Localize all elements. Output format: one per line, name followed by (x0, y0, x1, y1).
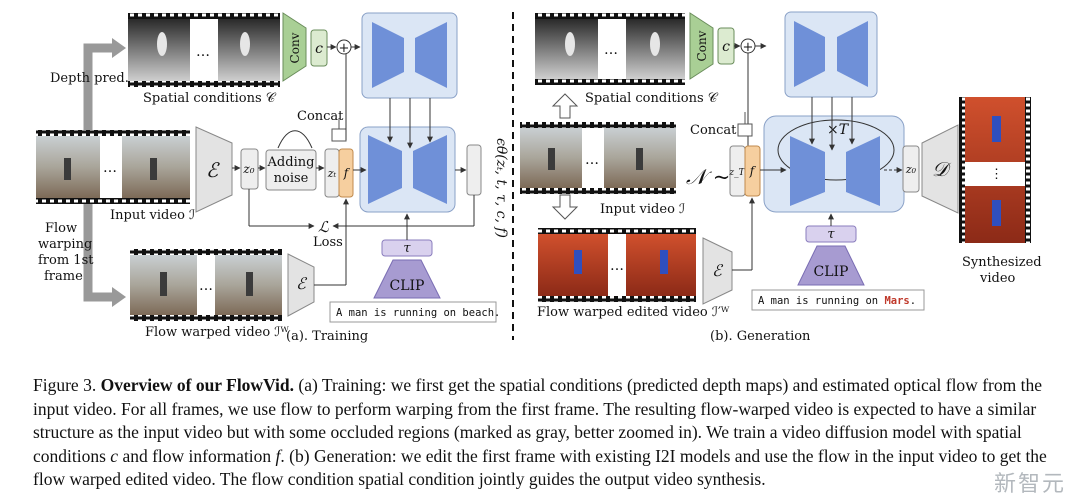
spatial-conditions-label: Spatial conditions 𝒞 (143, 91, 277, 106)
encoder-label: ℰ (206, 158, 220, 182)
flow-warp-line3: from 1st (38, 253, 94, 268)
epsilon-label: ϵθ(zₜ, t, τ, c, f) (493, 138, 509, 238)
gen-conv-block (689, 12, 714, 80)
training-panel: … Spatial conditions 𝒞 Conv c + Depth pr… (36, 12, 509, 344)
conv-block (282, 12, 307, 82)
decoder-label: 𝒟 (932, 157, 952, 181)
caption-part-1: (a) Training: we first get the spatial c… (33, 375, 1042, 466)
synthesized-label-line1: Synthesized (962, 255, 1042, 270)
loss-symbol: ℒ (318, 218, 330, 236)
svg-text:…: … (103, 160, 117, 176)
training-prompt-text: A man is running on beach. (336, 307, 500, 319)
c-label: c (315, 41, 323, 57)
flow-warped-video-strip: … (130, 249, 282, 321)
svg-text:…: … (585, 152, 599, 168)
encoder-warped-label: ℰ (296, 274, 308, 293)
caption-c-variable: c (110, 445, 119, 466)
flow-warped-video-label: Flow warped video ℐᵂ (145, 325, 289, 340)
gen-depth-map-strip: … (535, 13, 685, 85)
synthesized-label-line2: video (979, 271, 1016, 286)
gen-clip-label: CLIP (814, 264, 849, 280)
flow-warp-line1: Flow (45, 221, 77, 236)
input-video-strip: … (36, 130, 190, 204)
gen-f-block (744, 145, 761, 197)
synthesized-video-strip: ⋮ (959, 97, 1031, 243)
gen-f-label: f (749, 164, 757, 178)
conv-label: Conv (288, 32, 302, 63)
input-video-label: Input video ℐ (110, 208, 195, 223)
svg-text:…: … (610, 258, 624, 274)
figure-caption: Figure 3. Overview of our FlowVid. (a) T… (33, 374, 1053, 492)
svg-text:…: … (196, 44, 210, 60)
gen-input-video-label: Input video ℐ (600, 202, 685, 217)
c-block (310, 29, 328, 67)
gen-z0-block (902, 145, 920, 193)
adding-noise-line1: Adding (267, 155, 315, 170)
gen-encoder-label: ℰ (712, 261, 724, 280)
flow-warped-edited-strip: … (538, 228, 696, 302)
figure-diagram: … Spatial conditions 𝒞 Conv c + Depth pr… (36, 11, 1042, 344)
gen-c-label: c (722, 39, 730, 55)
encoder-warped-block (287, 253, 315, 317)
tau-label: τ (403, 241, 411, 256)
watermark-logo: 新智元 (993, 472, 1066, 497)
zt-label: zₜ (327, 167, 337, 180)
figure-title: Overview of our FlowVid. (100, 375, 295, 395)
z0-label: z₀ (242, 162, 254, 176)
svg-text:…: … (199, 278, 213, 294)
clip-block (373, 259, 441, 299)
gen-prompt-box (751, 289, 925, 311)
times-T-label: ×T (827, 122, 850, 138)
adding-noise-line2: noise (274, 171, 309, 186)
figure-number: Figure 3. (33, 375, 97, 395)
caption-part-2: and flow information (118, 445, 276, 466)
f-label: f (343, 166, 351, 180)
gen-conv-label: Conv (695, 30, 709, 61)
encoder-block (195, 126, 233, 213)
gen-clip-block (797, 245, 865, 286)
svg-text:⋮: ⋮ (990, 167, 1003, 182)
adding-noise-block (265, 149, 317, 191)
flow-warp-line4: frame (44, 269, 83, 284)
training-prompt-box (329, 301, 497, 323)
gen-spatial-conditions-label: Spatial conditions 𝒞 (585, 91, 719, 106)
svg-text:…: … (604, 42, 618, 58)
clip-label: CLIP (390, 278, 425, 294)
caption-part-3: . (b) Generation: we edit the first fram… (33, 445, 1047, 490)
zT-label: z_T (728, 168, 745, 178)
svg-text:+: + (743, 40, 754, 55)
caption-f-variable: f (275, 445, 281, 466)
depth-pred-label: Depth pred. (50, 71, 129, 86)
gen-prompt-text: A man is running on Mars. (758, 295, 916, 307)
training-panel-label: (a). Training (286, 329, 368, 344)
depth-map-strip: … (128, 13, 280, 87)
flow-warp-line2: warping (38, 237, 92, 252)
svg-text:+: + (339, 41, 350, 56)
noise-symbol: 𝒩 ~ (686, 165, 730, 189)
epsilon-output-block (466, 144, 482, 196)
generation-panel-label: (b). Generation (710, 329, 811, 344)
generation-panel: … Spatial conditions 𝒞 Conv c + … Input (520, 11, 1042, 344)
concat-label: Concat (297, 109, 344, 124)
gen-input-video-strip: … (520, 122, 676, 194)
decoder-block (921, 124, 959, 214)
flow-warped-edited-label: Flow warped edited video ℐ′ᵂ (537, 305, 730, 320)
loss-label: Loss (313, 235, 343, 250)
gen-tau-label: τ (827, 227, 835, 242)
gen-concat-label: Concat (690, 123, 737, 138)
gen-z0-label: z₀ (905, 163, 917, 176)
f-block (338, 148, 354, 198)
gen-encoder-block (702, 237, 733, 305)
